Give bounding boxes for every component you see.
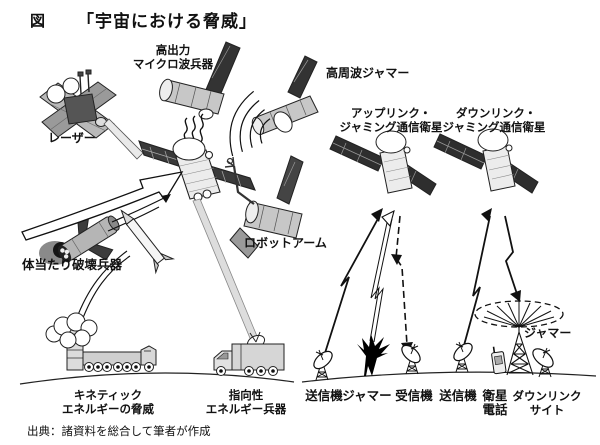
hf-jammer-satellite	[251, 55, 319, 136]
label-laser: レーザー	[48, 131, 96, 145]
rocket	[120, 209, 176, 275]
jam-burst	[474, 300, 564, 328]
robot-arm	[224, 156, 255, 205]
label-kinetic-2: エネルギーの脅威	[62, 402, 154, 416]
target-satellite	[138, 137, 256, 202]
jammed-downlink-arrow	[391, 215, 413, 354]
fig-label: 図	[30, 13, 45, 30]
label-transmitter-2: 送信機	[438, 388, 477, 403]
uplink-jamming-satellite	[329, 130, 437, 196]
laser-beam	[103, 118, 144, 160]
jammer-signal-arrow	[369, 209, 395, 343]
label-robot-arm: ロボットアーム	[244, 235, 327, 250]
label-dew-1: 指向性	[229, 388, 264, 402]
label-transmitter-1: 送信機	[304, 388, 343, 403]
robot-arm-satellite	[229, 155, 304, 259]
jammer-antenna	[357, 334, 390, 376]
microwave-weapon-satellite	[159, 41, 241, 120]
uplink-signal-arrow	[324, 208, 383, 354]
attack-arrow	[21, 171, 184, 241]
horizon-right	[301, 371, 597, 383]
satellite-phone	[491, 346, 507, 375]
label-downlink-site-1: ダウンリンク	[513, 389, 582, 403]
label-sat-phone-2: 電話	[482, 402, 508, 417]
label-kinetic-1: キネティック	[74, 389, 142, 402]
label-dew-2: エネルギー兵器	[206, 402, 287, 416]
transmitter1-dish	[313, 349, 333, 381]
label-microwave-weapon-2: マイクロ波兵器	[133, 57, 214, 71]
label-uplink-jamming-1: アップリンク・	[351, 106, 431, 120]
downlink-uplink-arrow	[462, 208, 492, 350]
label-microwave-weapon-1: 高出力	[156, 43, 191, 57]
label-hf-jammer: 高周波ジャマー	[326, 65, 409, 80]
motion-arrow	[107, 194, 171, 232]
downlink-jam-arrow	[504, 215, 521, 302]
label-downlink-site-2: サイト	[530, 404, 565, 417]
dew-truck	[213, 331, 285, 376]
rocket-trajectory	[75, 250, 131, 324]
label-burst-jammer: ジャマー	[524, 326, 571, 340]
label-downlink-jamming-2: ジャミング通信衛星	[443, 120, 546, 134]
downlink-tower	[506, 325, 534, 376]
label-ramming-weapon: 体当たり破壊兵器	[22, 257, 123, 272]
downlink-site-dish	[532, 347, 554, 378]
label-uplink-jamming-2: ジャミング通信衛星	[340, 120, 443, 134]
receiver-dish	[401, 343, 421, 375]
label-receiver: 受信機	[395, 388, 433, 403]
horizon-left	[19, 372, 295, 385]
launch-smoke-cloud	[45, 312, 98, 349]
source-note: 出典：諸資料を総合して筆者が作成	[27, 424, 211, 438]
label-sat-phone-1: 衛星	[481, 388, 507, 403]
label-ground-jammer: ジャマー	[342, 389, 391, 403]
figure-title: 「宇宙における脅威」	[77, 11, 257, 31]
laser-satellite	[39, 69, 117, 139]
jammer-radio-waves	[229, 90, 271, 157]
downlink-jamming-satellite	[433, 128, 539, 194]
label-downlink-jamming-1: ダウンリンク・	[456, 106, 536, 120]
transmitter2-dish	[453, 341, 473, 373]
